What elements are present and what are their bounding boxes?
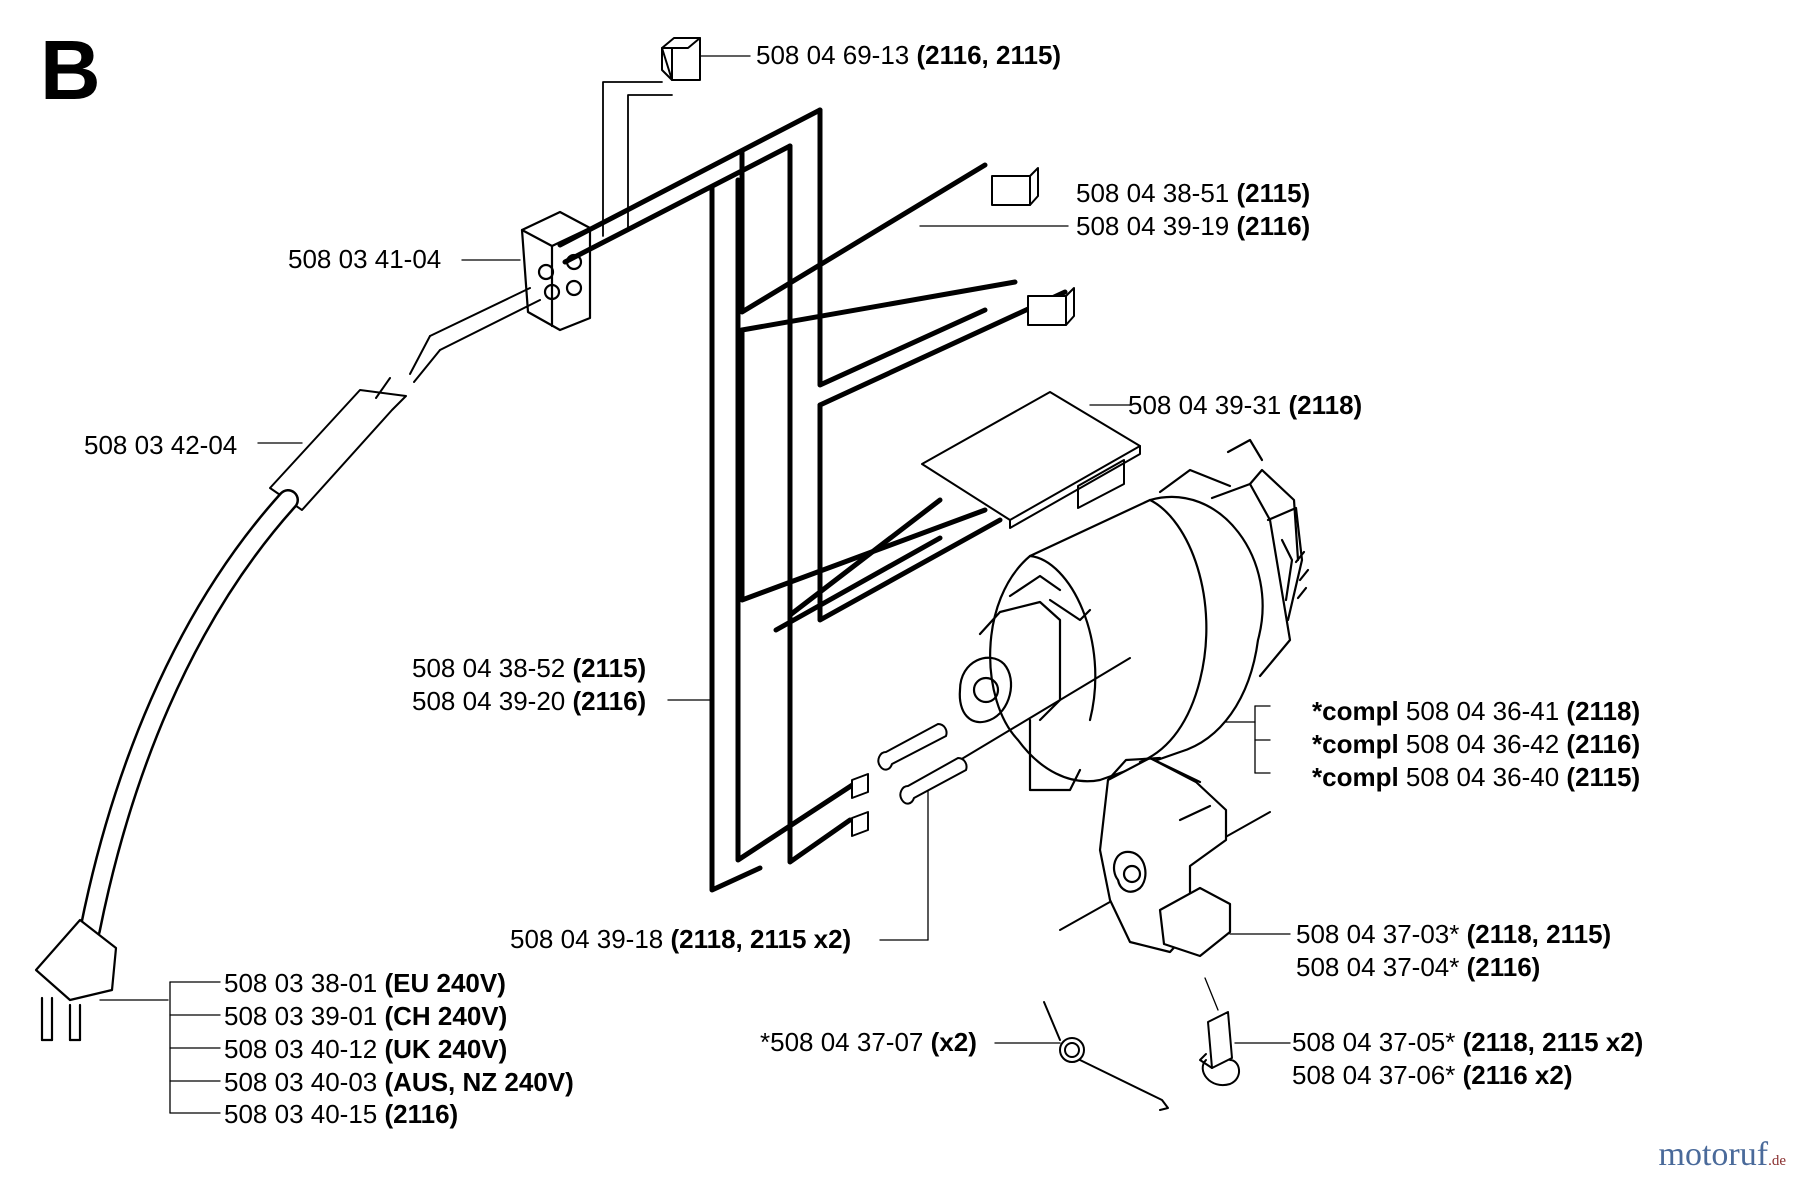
callout-label: 508 04 37-05* (2118, 2115 x2) — [1292, 1027, 1644, 1057]
circuit-board — [921, 391, 1141, 529]
leader-lines — [99, 55, 1291, 1114]
callout-label: 508 04 39-18 (2118, 2115 x2) — [510, 924, 852, 954]
callout-label: 508 03 40-03 (AUS, NZ 240V) — [224, 1067, 574, 1097]
plug — [34, 918, 118, 1042]
callout-label: 508 04 37-06* (2116 x2) — [1292, 1060, 1573, 1090]
wiring-harness — [557, 107, 1068, 893]
callout-label: 508 04 39-20 (2116) — [412, 686, 647, 716]
callout-label: *compl 508 04 36-41 (2118) — [1312, 696, 1641, 726]
callout-label: 508 04 39-19 (2116) — [1076, 211, 1311, 241]
callout-label: 508 04 39-31 (2118) — [1128, 390, 1363, 420]
spring — [1043, 1001, 1169, 1111]
callout-label: 508 04 38-51 (2115) — [1076, 178, 1311, 208]
switch-body — [520, 210, 592, 332]
callout-label: 508 04 38-52 (2115) — [412, 653, 647, 683]
power-cord — [79, 377, 407, 941]
callout-label: 508 04 69-13 (2116, 2115) — [756, 40, 1062, 70]
watermark: motoruf.de — [1658, 1136, 1786, 1173]
callout-label: 508 04 37-03* (2118, 2115) — [1296, 919, 1612, 949]
callout-label: 508 03 42-04 — [84, 430, 238, 460]
wire-terminals — [851, 167, 1075, 837]
brush-sleeves — [877, 723, 968, 805]
callout-label: 508 03 40-15 (2116) — [224, 1099, 459, 1129]
connector-top — [661, 37, 701, 81]
callout-label: *508 04 37-07 (x2) — [760, 1027, 977, 1057]
callout-label: 508 03 40-12 (UK 240V) — [224, 1034, 508, 1064]
callout-label: 508 03 39-01 (CH 240V) — [224, 1001, 508, 1031]
callout-label: 508 03 38-01 (EU 240V) — [224, 968, 506, 998]
brush-holder — [1098, 756, 1232, 958]
section-letter: B — [40, 23, 101, 117]
callout-label: 508 03 41-04 — [288, 244, 442, 274]
callout-label: 508 04 37-04* (2116) — [1296, 952, 1541, 982]
motor — [958, 438, 1310, 792]
carbon-brush — [1199, 1011, 1240, 1087]
callout-label: *compl 508 04 36-42 (2116) — [1312, 729, 1641, 759]
callout-label: *compl 508 04 36-40 (2115) — [1312, 762, 1641, 792]
